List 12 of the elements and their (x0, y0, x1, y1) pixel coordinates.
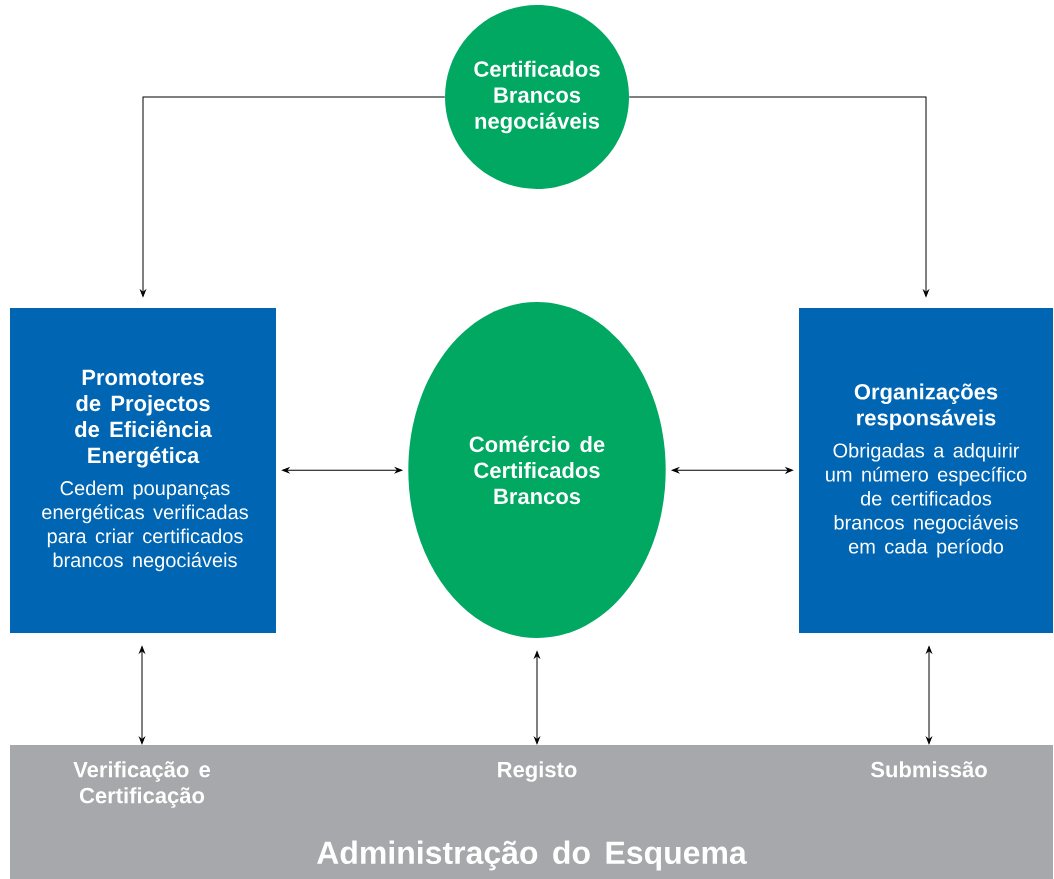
arrow (282, 467, 403, 474)
process-box: Promotores de Projectos de Eficiência Energética Cedem poupanças energéticas verificadas para criar certificados brancos negociáveis (10, 308, 276, 633)
arrow (926, 646, 932, 745)
arrow (671, 467, 793, 474)
band-label: Registo (498, 761, 577, 782)
band-label: Submissão (870, 761, 987, 778)
arrow (628, 96, 929, 297)
arrow (140, 96, 446, 297)
band-label: Verificação e Certificação (73, 761, 211, 808)
process-box: Organizações responsáveis Obrigadas a adquirir um número específico de certificados brancos negociáveis em cada período (799, 308, 1053, 633)
arrow (139, 646, 145, 745)
arrow (534, 651, 540, 745)
